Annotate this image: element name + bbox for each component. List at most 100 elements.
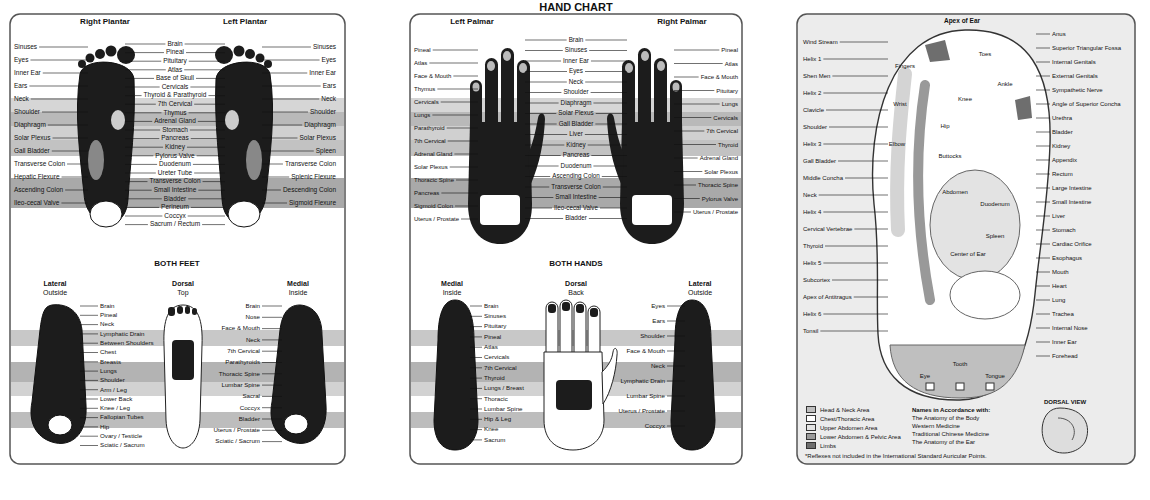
reflex-label: Ovary / Testicle (100, 433, 142, 439)
reflex-label: Breasts (100, 359, 121, 365)
reflex-label: Atlas (168, 67, 182, 74)
leader-line (429, 63, 478, 64)
drawing-circle (256, 54, 265, 63)
legend-text: Upper Abdomen Area (820, 425, 877, 431)
reflex-label: Chest (100, 349, 116, 355)
leader-line (125, 216, 162, 217)
drawing-path (164, 305, 202, 448)
leader-line (80, 380, 98, 381)
drawing-path (607, 114, 624, 186)
leader-line (525, 197, 553, 198)
drawing-path (77, 62, 134, 224)
reflex-label: Angle of Superior Concha (1052, 101, 1121, 107)
leader-line (674, 144, 716, 145)
reflex-label: Brain (484, 303, 498, 309)
drawing-ellipse (473, 83, 480, 92)
reflex-label: Liver (569, 131, 583, 137)
reflex-label: Inner Ear (309, 70, 336, 77)
leader-line (1036, 272, 1050, 273)
drawing-rect (410, 14, 742, 464)
reflex-label: Lumbar Spine (221, 382, 260, 388)
reflex-label: Sacral (242, 393, 260, 399)
reflex-label: Atlas (414, 60, 427, 66)
reflex-label: Sinuses (14, 44, 37, 51)
leader-line (187, 147, 225, 148)
reflex-label: Sinuses (313, 44, 336, 51)
leader-line (823, 212, 888, 213)
leader-line (674, 50, 719, 51)
leader-line (470, 378, 482, 379)
reflex-label: Stomach (1052, 227, 1076, 233)
leader-line (262, 317, 282, 318)
leader-line (854, 229, 888, 230)
view-heading: Medial (441, 280, 463, 287)
reflex-label: Duodenum (561, 163, 592, 169)
reflex-label: Gall Bladder (559, 121, 594, 127)
view-heading: Medial (287, 280, 309, 287)
leader-line (125, 190, 152, 191)
reflex-label: Shoulder (310, 109, 336, 116)
leader-line (453, 76, 478, 77)
reflex-label: Wind Stream (803, 39, 838, 45)
note-text: The Anatomy of the Body (912, 415, 979, 421)
legend-swatch (806, 433, 816, 440)
reflex-label: Cervicals (162, 84, 189, 91)
reflex-label: Hepatic Flexure (14, 174, 60, 181)
view-heading: Dorsal (172, 280, 194, 287)
leader-line (262, 151, 314, 152)
reflex-label: Ascending Colon (14, 187, 63, 194)
note-text: Traditional Chinese Medicine (912, 431, 989, 437)
leader-line (1036, 48, 1050, 49)
leader-line (125, 44, 165, 45)
leader-line (125, 130, 160, 131)
reflex-label: Perineum (161, 204, 189, 211)
leader-line (1036, 34, 1050, 35)
legend-text: Limbs (820, 443, 836, 449)
leader-line (262, 419, 282, 420)
reflex-label: Helix 6 (803, 311, 821, 317)
view-heading: Outside (688, 289, 712, 296)
reflex-label: Bladder (1052, 129, 1073, 135)
leader-line (262, 306, 282, 307)
reflex-label: Rectum (1052, 171, 1073, 177)
leader-line (125, 181, 147, 182)
leader-line (525, 82, 567, 83)
reflex-label: Lymphatic Drain (100, 331, 144, 337)
ear-point-label: Abdomen (942, 189, 968, 195)
reflex-label: Sigmoid Flexure (289, 200, 336, 207)
leader-line (262, 430, 282, 431)
reflex-label: Diaphragm (561, 100, 592, 106)
leader-line (585, 40, 627, 41)
leader-line (470, 326, 482, 327)
leader-line (190, 130, 225, 131)
leader-line (838, 161, 888, 162)
leader-line (456, 180, 478, 181)
leader-line (674, 212, 691, 213)
reflex-label: Transverse Colon (14, 161, 65, 168)
leader-line (667, 411, 685, 412)
reflex-label: Sinuses (565, 47, 587, 53)
leader-line (189, 61, 225, 62)
reflex-label: Pineal (721, 47, 738, 53)
leader-line (674, 171, 702, 172)
leader-line (125, 112, 161, 113)
leader-line (80, 361, 98, 362)
leader-line (599, 197, 627, 198)
leader-line (829, 127, 888, 128)
leader-line (80, 436, 98, 437)
leader-line (432, 115, 478, 116)
leader-line (262, 138, 298, 139)
leader-line (525, 61, 561, 62)
view-heading: Lateral (44, 280, 67, 287)
leader-line (203, 181, 225, 182)
reflex-label: Eyes (14, 57, 28, 64)
legend-swatch (806, 442, 816, 449)
reflex-label: Ileo-cecal Valve (554, 205, 598, 211)
leader-line (1036, 314, 1050, 315)
leader-line (819, 195, 888, 196)
reflex-label: Pituitary (163, 58, 186, 65)
legend-text: Lower Abdomen & Pelvic Area (820, 434, 901, 440)
leader-line (197, 155, 225, 156)
leader-line (525, 208, 552, 209)
drawing-ellipse (487, 61, 495, 71)
